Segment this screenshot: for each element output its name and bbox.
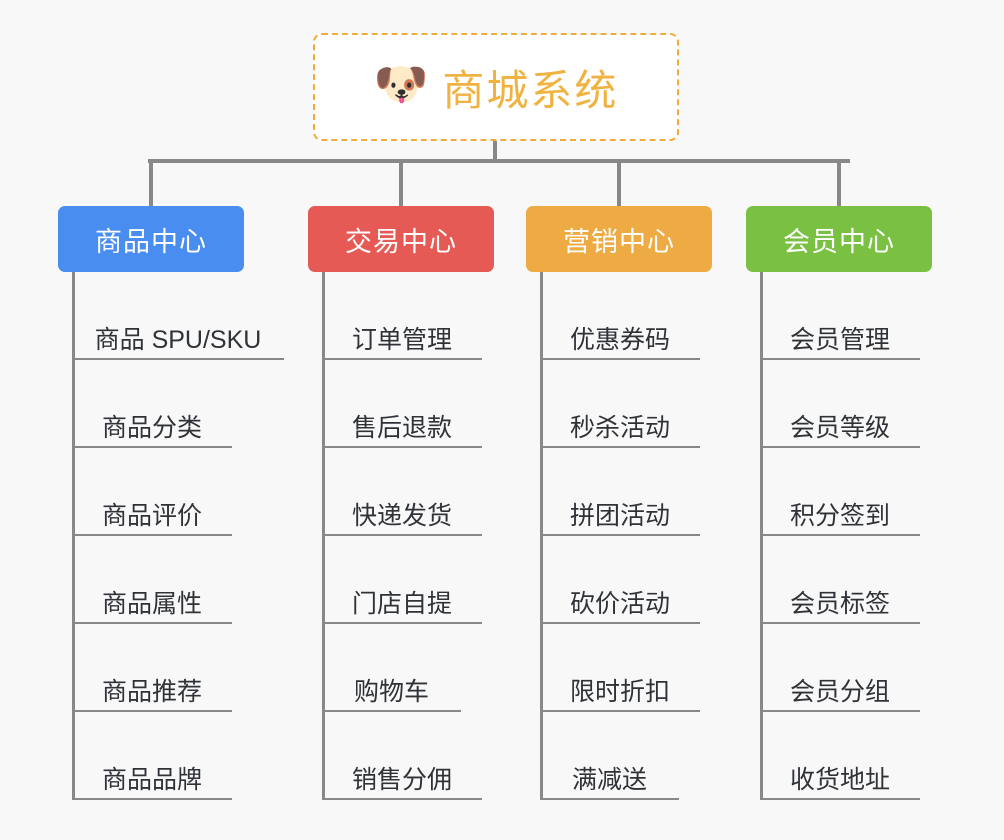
- leaf-item[interactable]: 秒杀活动: [540, 360, 700, 448]
- leaf-item[interactable]: 积分签到: [760, 448, 920, 536]
- leaf-item-label: 售后退款: [351, 413, 452, 442]
- leaf-item-label: 会员标签: [789, 589, 890, 618]
- leaf-column-1: 商品 SPU/SKU 商品分类商品评价商品属性商品推荐商品品牌: [58, 272, 324, 800]
- leaf-item[interactable]: 购物车: [322, 624, 461, 712]
- leaf-item[interactable]: 会员标签: [760, 536, 920, 624]
- leaf-item-label: 商品评价: [101, 501, 202, 530]
- leaf-spine-connector: [322, 272, 325, 800]
- leaf-item-label: 优惠券码: [569, 325, 670, 354]
- branch-drop-connector: [149, 159, 153, 207]
- leaf-item-label: 门店自提: [351, 589, 452, 618]
- leaf-item-label: 商品推荐: [101, 677, 202, 706]
- leaf-item-label: 购物车: [353, 677, 429, 706]
- leaf-item-label: 积分签到: [789, 501, 890, 530]
- leaf-item-label: 商品分类: [101, 413, 202, 442]
- leaf-spine-connector: [760, 272, 763, 800]
- branch-drop-connector: [617, 159, 621, 207]
- shiba-dog-icon: 🐶: [373, 60, 429, 109]
- leaf-item[interactable]: 会员分组: [760, 624, 920, 712]
- leaf-item[interactable]: 优惠券码: [540, 272, 700, 360]
- leaf-item-label: 销售分佣: [351, 765, 452, 794]
- leaf-item[interactable]: 限时折扣: [540, 624, 700, 712]
- leaf-item-label: 限时折扣: [569, 677, 670, 706]
- leaf-column-2: 订单管理售后退款快递发货门店自提购物车销售分佣: [308, 272, 574, 800]
- leaf-item[interactable]: 订单管理: [322, 272, 482, 360]
- leaf-item-label: 会员分组: [789, 677, 890, 706]
- leaf-item-label: 商品品牌: [101, 765, 202, 794]
- leaf-item-label: 拼团活动: [569, 501, 670, 530]
- category-box-1[interactable]: 商品中心: [58, 206, 244, 272]
- category-box-4[interactable]: 会员中心: [746, 206, 932, 272]
- category-box-2[interactable]: 交易中心: [308, 206, 494, 272]
- leaf-item-label: 满减送: [571, 765, 647, 794]
- leaf-item-label: 订单管理: [351, 325, 452, 354]
- leaf-item[interactable]: 商品属性: [72, 536, 232, 624]
- leaf-item[interactable]: 快递发货: [322, 448, 482, 536]
- leaf-item[interactable]: 商品推荐: [72, 624, 232, 712]
- leaf-item[interactable]: 商品分类: [72, 360, 232, 448]
- leaf-column-3: 优惠券码秒杀活动拼团活动砍价活动限时折扣满减送: [526, 272, 792, 800]
- category-label: 会员中心: [783, 226, 895, 257]
- leaf-item-label: 会员等级: [789, 413, 890, 442]
- root-title: 商城系统: [442, 66, 619, 114]
- leaf-item-label: 收货地址: [789, 765, 890, 794]
- leaf-spine-connector: [540, 272, 543, 800]
- leaf-column-4: 会员管理会员等级积分签到会员标签会员分组收货地址: [746, 272, 1004, 800]
- category-label: 商品中心: [95, 226, 207, 257]
- category-label: 营销中心: [563, 226, 675, 257]
- category-box-3[interactable]: 营销中心: [526, 206, 712, 272]
- leaf-item[interactable]: 拼团活动: [540, 448, 700, 536]
- leaf-item[interactable]: 会员管理: [760, 272, 920, 360]
- leaf-item[interactable]: 收货地址: [760, 712, 920, 800]
- leaf-spine-connector: [72, 272, 75, 800]
- leaf-item[interactable]: 售后退款: [322, 360, 482, 448]
- leaf-item[interactable]: 门店自提: [322, 536, 482, 624]
- leaf-item[interactable]: 商品评价: [72, 448, 232, 536]
- leaf-item-label: 商品属性: [101, 589, 202, 618]
- category-label: 交易中心: [345, 226, 457, 257]
- branch-drop-connector: [399, 159, 403, 207]
- branch-drop-connector: [837, 159, 841, 207]
- trunk-vertical-connector: [493, 141, 497, 162]
- leaf-item-label: 秒杀活动: [569, 413, 670, 442]
- root-node[interactable]: 🐶 商城系统: [313, 33, 679, 141]
- leaf-item[interactable]: 销售分佣: [322, 712, 482, 800]
- leaf-item[interactable]: 商品品牌: [72, 712, 232, 800]
- leaf-item[interactable]: 商品 SPU/SKU: [72, 272, 284, 360]
- trunk-horizontal-connector: [148, 159, 850, 163]
- leaf-item-label: 会员管理: [789, 325, 890, 354]
- leaf-item-label: 商品 SPU/SKU: [94, 325, 262, 354]
- leaf-item-label: 快递发货: [351, 501, 452, 530]
- leaf-item[interactable]: 满减送: [540, 712, 679, 800]
- leaf-item[interactable]: 砍价活动: [540, 536, 700, 624]
- leaf-item[interactable]: 会员等级: [760, 360, 920, 448]
- leaf-item-label: 砍价活动: [569, 589, 670, 618]
